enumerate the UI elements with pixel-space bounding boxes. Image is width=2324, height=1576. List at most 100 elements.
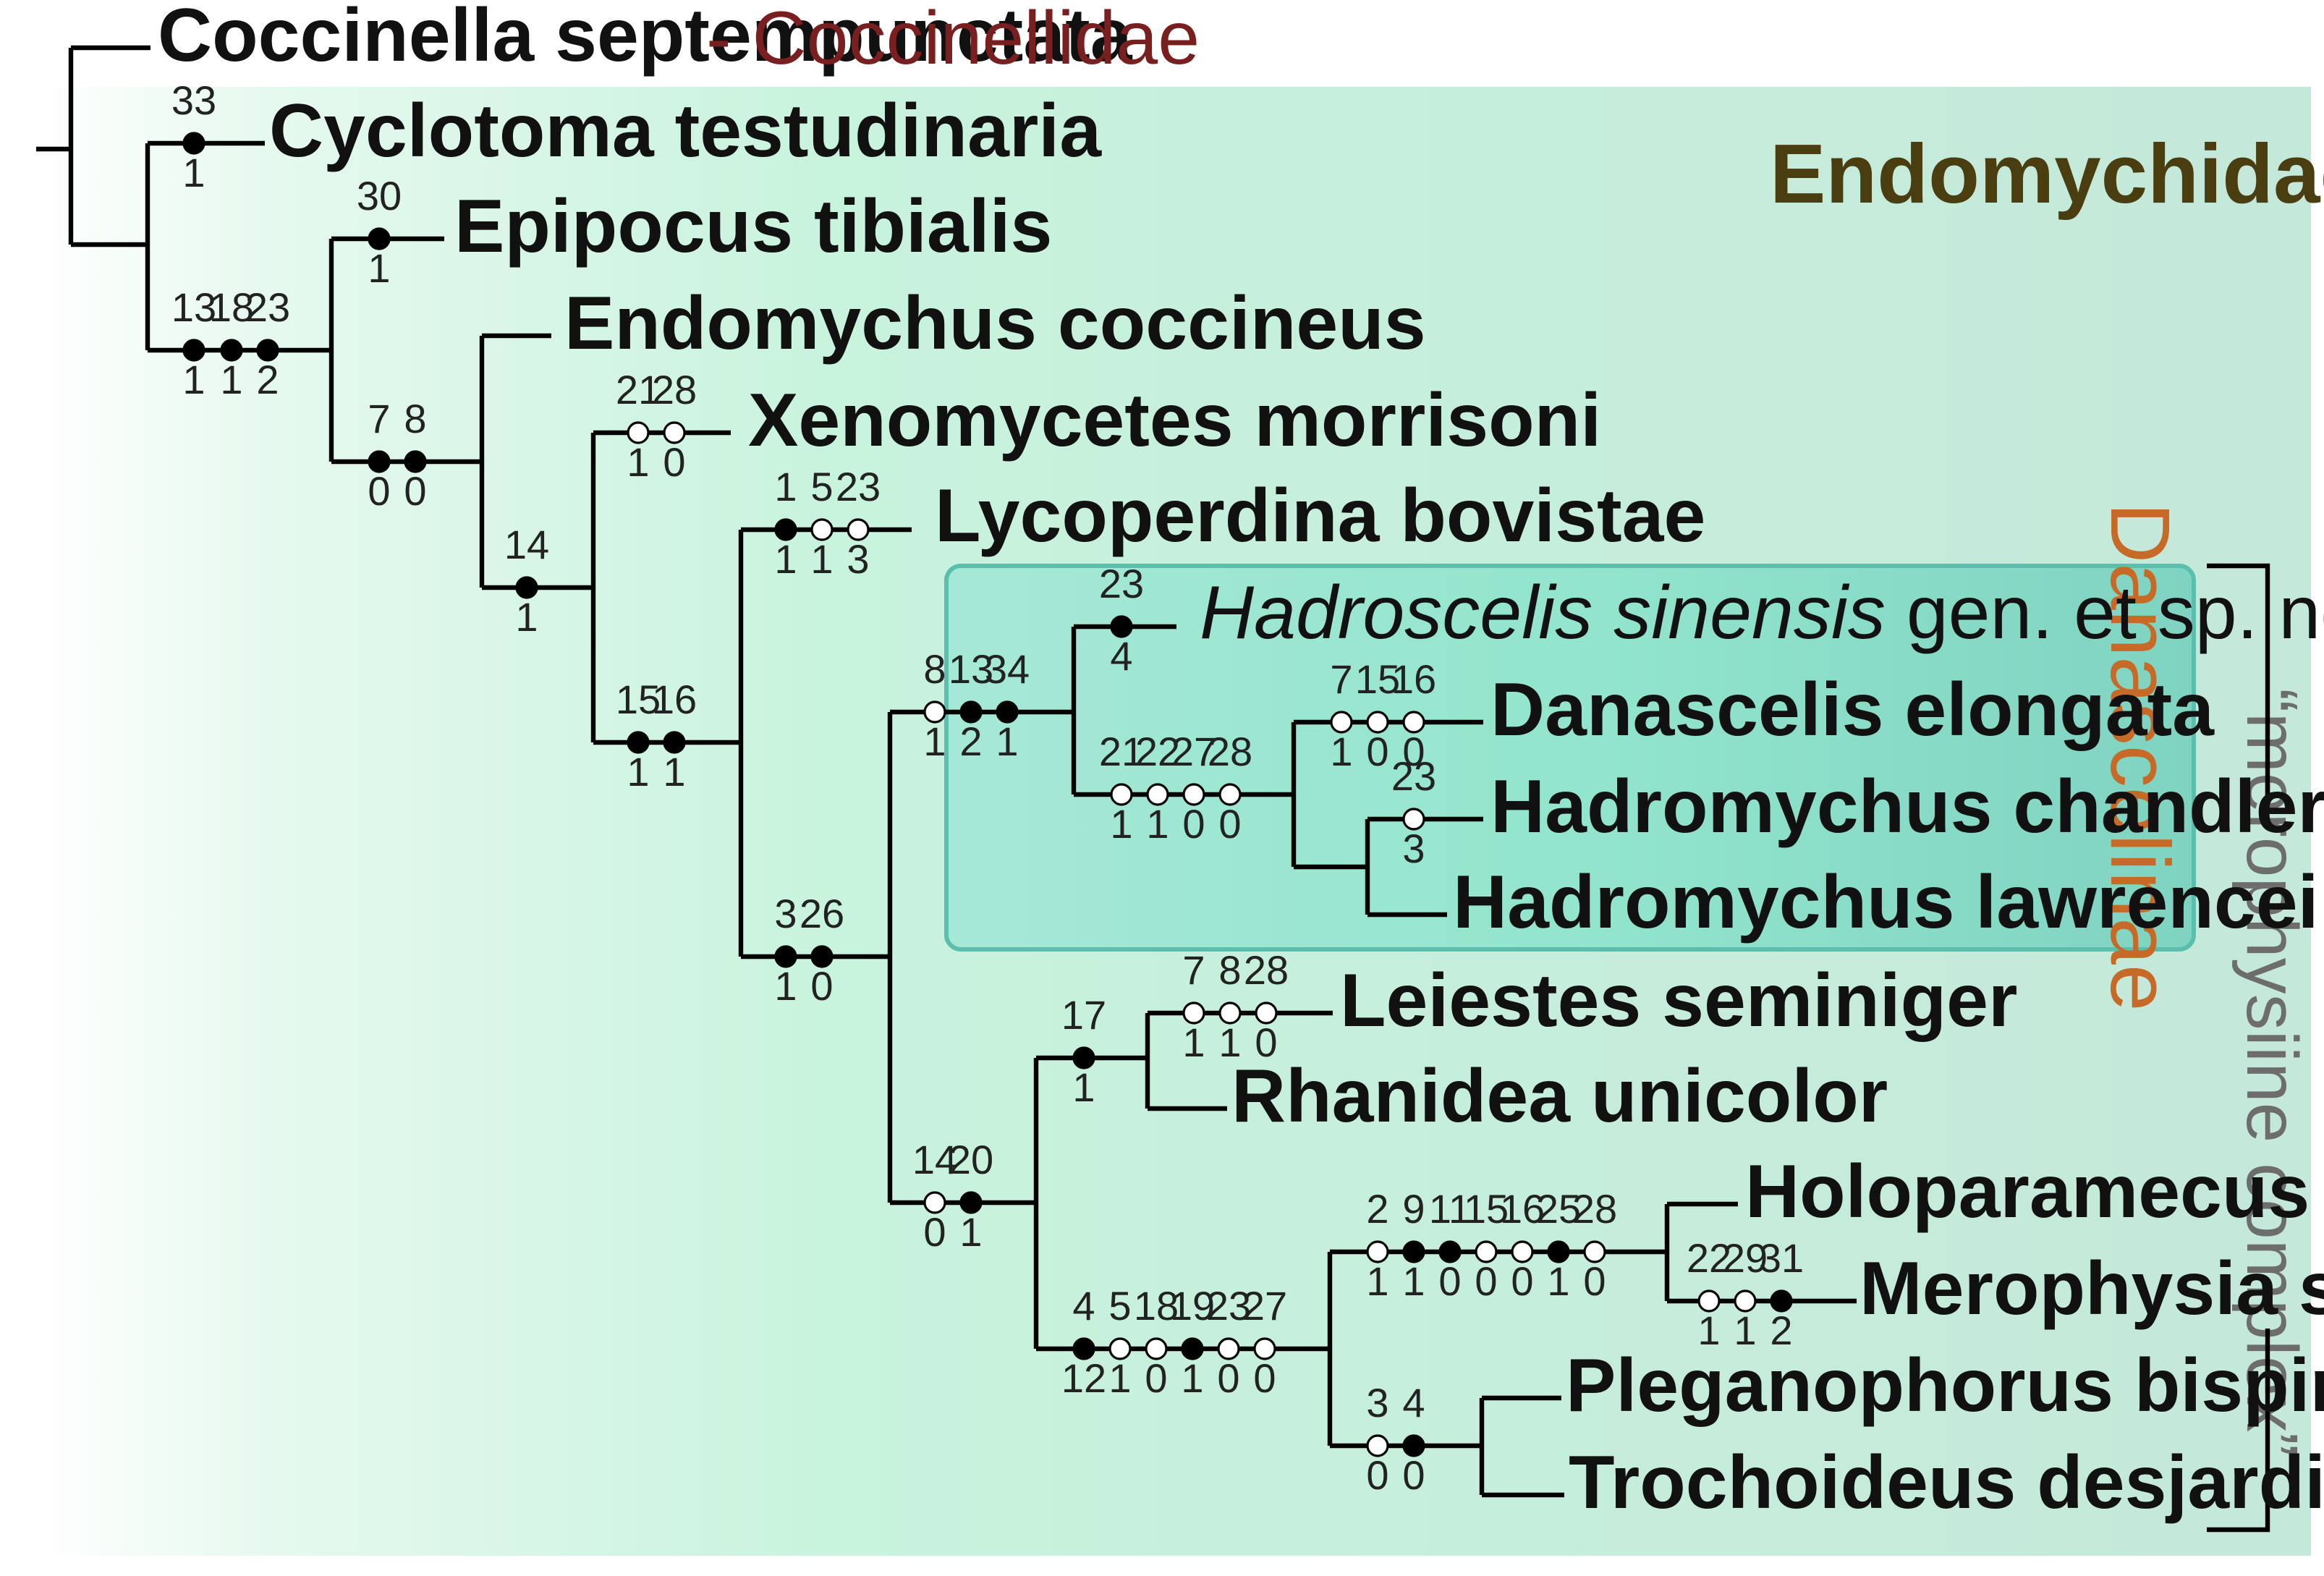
character-dot-clade-14-20-1: [959, 1191, 983, 1214]
character-dot-leiestes-0: [1182, 1001, 1205, 1025]
character-number-label: 7: [1182, 947, 1205, 993]
character-number-label: 4: [1402, 1380, 1425, 1425]
character-state-label: 4: [1110, 633, 1132, 679]
character-state-label: 0: [1253, 1355, 1276, 1401]
taxon-hadroscelis-sinensis: Hadroscelis sinensis gen. et sp. nov.: [1200, 571, 2324, 655]
character-state-label: 2: [256, 357, 279, 402]
character-state-label: 0: [1217, 1355, 1239, 1401]
character-dot-danascelis-2: [1402, 711, 1425, 734]
character-state-label: 1: [1072, 1064, 1095, 1110]
character-state-label: 1: [1697, 1308, 1720, 1353]
taxon-trochoideus-desjardinsi: Trochoideus desjardinsi: [1569, 1441, 2324, 1525]
character-dot-danascelis-1: [1366, 711, 1389, 734]
character-dot-clade-15-16-1: [663, 731, 686, 754]
character-dot-clade-3-26-1: [810, 945, 834, 968]
character-state-label: 1: [182, 357, 205, 402]
character-state-label: 1: [1402, 1258, 1425, 1304]
character-dot-merophysia-0: [1697, 1289, 1721, 1313]
character-state-label: 0: [368, 468, 390, 514]
character-number-label: 7: [1330, 656, 1352, 702]
character-dot-clade-4-27-1: [1108, 1337, 1132, 1360]
character-state-label: 0: [1402, 1452, 1425, 1498]
character-number-label: 15: [1355, 656, 1400, 702]
character-state-label: 1: [1108, 1355, 1131, 1401]
character-number-label: 16: [652, 677, 697, 722]
character-dot-clade-3-4-0: [1366, 1434, 1389, 1457]
character-number-label: 26: [800, 891, 844, 936]
character-state-label: 12: [1061, 1355, 1106, 1401]
character-state-label: 1: [1218, 1020, 1241, 1065]
character-dot-leiestes-2: [1255, 1001, 1278, 1025]
character-dot-endomychidae-stem-1: [220, 339, 243, 362]
character-dot-clade-7-8-0: [368, 450, 391, 473]
character-state-label: 0: [1511, 1258, 1533, 1304]
character-number-label: 34: [985, 646, 1030, 692]
character-number-label: 4: [1072, 1283, 1095, 1329]
character-number-label: 22: [1687, 1235, 1731, 1281]
character-state-label: 1: [1181, 1355, 1203, 1401]
character-state-label: 0: [1438, 1258, 1461, 1304]
character-dot-clade-2-28-6: [1583, 1240, 1606, 1263]
character-dot-danascelinae-0: [923, 700, 946, 724]
character-state-label: 0: [1366, 1452, 1388, 1498]
character-dot-clade-21-28-0: [1110, 783, 1133, 806]
character-dot-clade-21-28-1: [1146, 783, 1169, 806]
character-state-label: 1: [1547, 1258, 1569, 1304]
character-dot-clade-3-26-0: [774, 945, 797, 968]
character-number-label: 28: [1244, 947, 1289, 993]
character-dot-danascelinae-2: [996, 700, 1019, 724]
character-dot-danascelis-0: [1330, 711, 1353, 734]
character-dot-clade-2-28-3: [1475, 1240, 1498, 1263]
character-state-label: 0: [1218, 801, 1241, 847]
character-dot-clade-2-28-0: [1366, 1240, 1389, 1263]
taxon-leiestes-seminiger: Leiestes seminiger: [1340, 959, 2017, 1043]
character-state-label: 1: [182, 150, 205, 195]
character-state-label: 1: [220, 357, 242, 402]
character-state-label: 0: [1255, 1020, 1277, 1065]
character-number-label: 33: [171, 77, 216, 123]
character-dot-clade-7-8-1: [404, 450, 427, 473]
character-state-label: 3: [1402, 826, 1425, 871]
character-dot-clade-21-28-3: [1218, 783, 1242, 806]
character-state-label: 1: [515, 594, 538, 640]
taxon-endomychus-coccineus: Endomychus coccineus: [564, 281, 1426, 365]
character-dot-leiestes-1: [1218, 1001, 1242, 1025]
character-state-label: 1: [1110, 801, 1132, 847]
character-number-label: 20: [949, 1137, 993, 1182]
character-state-label: 1: [1330, 729, 1352, 774]
character-dot-epipocus-0: [368, 227, 391, 250]
character-dot-merophysia-1: [1734, 1289, 1757, 1313]
character-number-label: 2: [1366, 1186, 1388, 1232]
character-dot-danascelinae-1: [959, 700, 983, 724]
character-number-label: 28: [652, 367, 697, 412]
character-dot-clade-2-28-4: [1511, 1240, 1534, 1263]
character-state-label: 1: [1366, 1258, 1388, 1304]
merophysiine-complex-bracket: [2207, 563, 2270, 1533]
character-number-label: 25: [1536, 1186, 1581, 1232]
character-number-label: 21: [616, 367, 661, 412]
character-dot-clade-2-28-1: [1402, 1240, 1425, 1263]
character-dot-clade-2-28-5: [1547, 1240, 1570, 1263]
taxon-danascelis-elongata: Danascelis elongata: [1490, 668, 2215, 752]
character-number-label: 23: [1391, 753, 1436, 799]
character-number-label: 18: [209, 284, 254, 330]
merophysiine-complex-label: “merophysiine complex”: [2231, 688, 2312, 1456]
character-number-label: 9: [1402, 1186, 1425, 1232]
character-number-label: 1: [774, 464, 797, 509]
character-state-label: 1: [627, 749, 649, 795]
character-number-label: 21: [1099, 729, 1144, 774]
character-state-label: 2: [959, 719, 982, 764]
character-state-label: 0: [923, 1209, 946, 1255]
character-number-label: 3: [1366, 1380, 1388, 1425]
character-dot-lycoperdina-1: [810, 518, 834, 541]
character-state-label: 0: [1402, 729, 1425, 774]
character-dot-clade-21-28-2: [1182, 783, 1205, 806]
character-number-label: 3: [774, 891, 797, 936]
character-state-label: 1: [959, 1209, 982, 1255]
character-number-label: 5: [810, 464, 833, 509]
danascelinae-box: [944, 564, 2196, 952]
character-number-label: 15: [616, 677, 661, 722]
character-state-label: 3: [847, 536, 869, 582]
hadroscelis-gen-nov: gen. et sp. nov.: [1886, 571, 2324, 655]
